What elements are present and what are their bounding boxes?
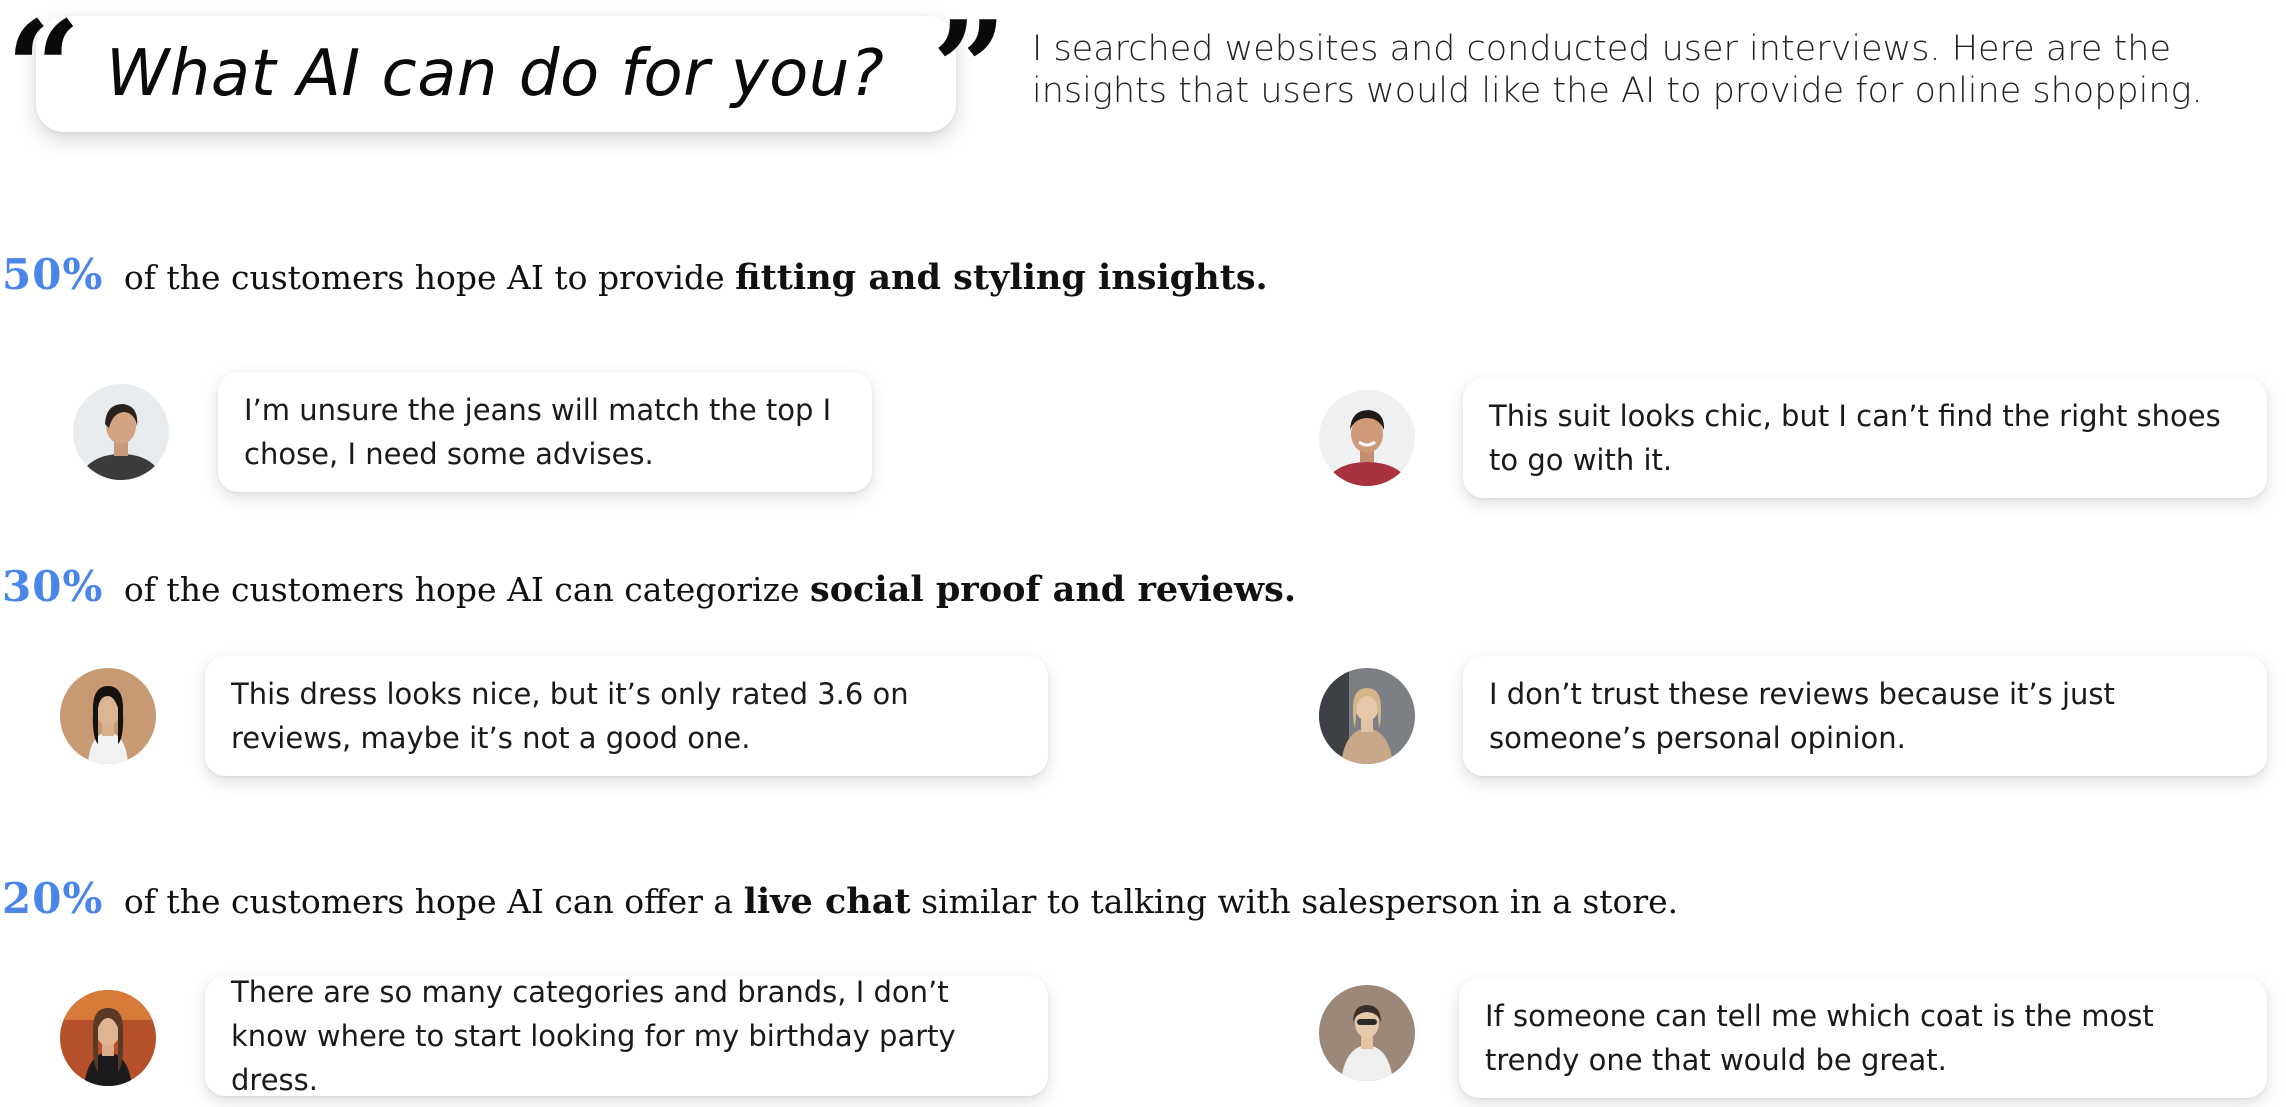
insight-highlight: live chat bbox=[743, 881, 911, 922]
insight-highlight: fitting and styling insights. bbox=[735, 257, 1268, 298]
insight-percent: 30% bbox=[2, 562, 104, 611]
quote-card: There are so many categories and brands,… bbox=[205, 975, 1048, 1097]
person-avatar-icon bbox=[1319, 668, 1415, 764]
quote-text: I’m unsure the jeans will match the top … bbox=[244, 393, 832, 471]
person-avatar-icon bbox=[60, 668, 156, 764]
quote-text: This suit looks chic, but I can’t find t… bbox=[1489, 399, 2221, 477]
insight-highlight: social proof and reviews. bbox=[810, 569, 1297, 610]
quote-text: This dress looks nice, but it’s only rat… bbox=[231, 677, 909, 755]
person-avatar-icon bbox=[73, 384, 169, 480]
open-quote-icon: “ bbox=[6, 0, 81, 145]
person-avatar-icon bbox=[60, 990, 156, 1086]
insight-percent: 20% bbox=[2, 874, 104, 923]
quote-text: There are so many categories and brands,… bbox=[231, 975, 956, 1097]
insight-percent: 50% bbox=[2, 250, 104, 299]
title-card: What AI can do for you? bbox=[36, 16, 956, 132]
insight-heading-reviews: 30% of the customers hope AI can categor… bbox=[2, 562, 1296, 611]
person-avatar-icon bbox=[1319, 390, 1415, 486]
intro-paragraph: I searched websites and conducted user i… bbox=[1032, 29, 2203, 111]
insight-text: of the customers hope AI can categorize bbox=[123, 570, 800, 609]
quote-card: This suit looks chic, but I can’t find t… bbox=[1463, 378, 2267, 498]
quote-text: I don’t trust these reviews because it’s… bbox=[1489, 677, 2115, 755]
insight-heading-fitting: 50% of the customers hope AI to provide … bbox=[2, 250, 1268, 299]
page-title: What AI can do for you? bbox=[106, 37, 885, 111]
insight-text: of the customers hope AI can offer a bbox=[123, 882, 734, 921]
close-quote-icon: ” bbox=[932, 0, 1007, 145]
quote-card: I’m unsure the jeans will match the top … bbox=[218, 372, 872, 492]
person-avatar-icon bbox=[1319, 985, 1415, 1081]
quote-card: I don’t trust these reviews because it’s… bbox=[1463, 656, 2267, 776]
quote-text: If someone can tell me which coat is the… bbox=[1485, 999, 2154, 1077]
insight-heading-live-chat: 20% of the customers hope AI can offer a… bbox=[2, 874, 1678, 923]
insight-text: of the customers hope AI to provide bbox=[123, 258, 725, 297]
quote-card: This dress looks nice, but it’s only rat… bbox=[205, 656, 1048, 776]
quote-card: If someone can tell me which coat is the… bbox=[1459, 978, 2267, 1098]
insight-text-after: similar to talking with salesperson in a… bbox=[921, 882, 1679, 921]
